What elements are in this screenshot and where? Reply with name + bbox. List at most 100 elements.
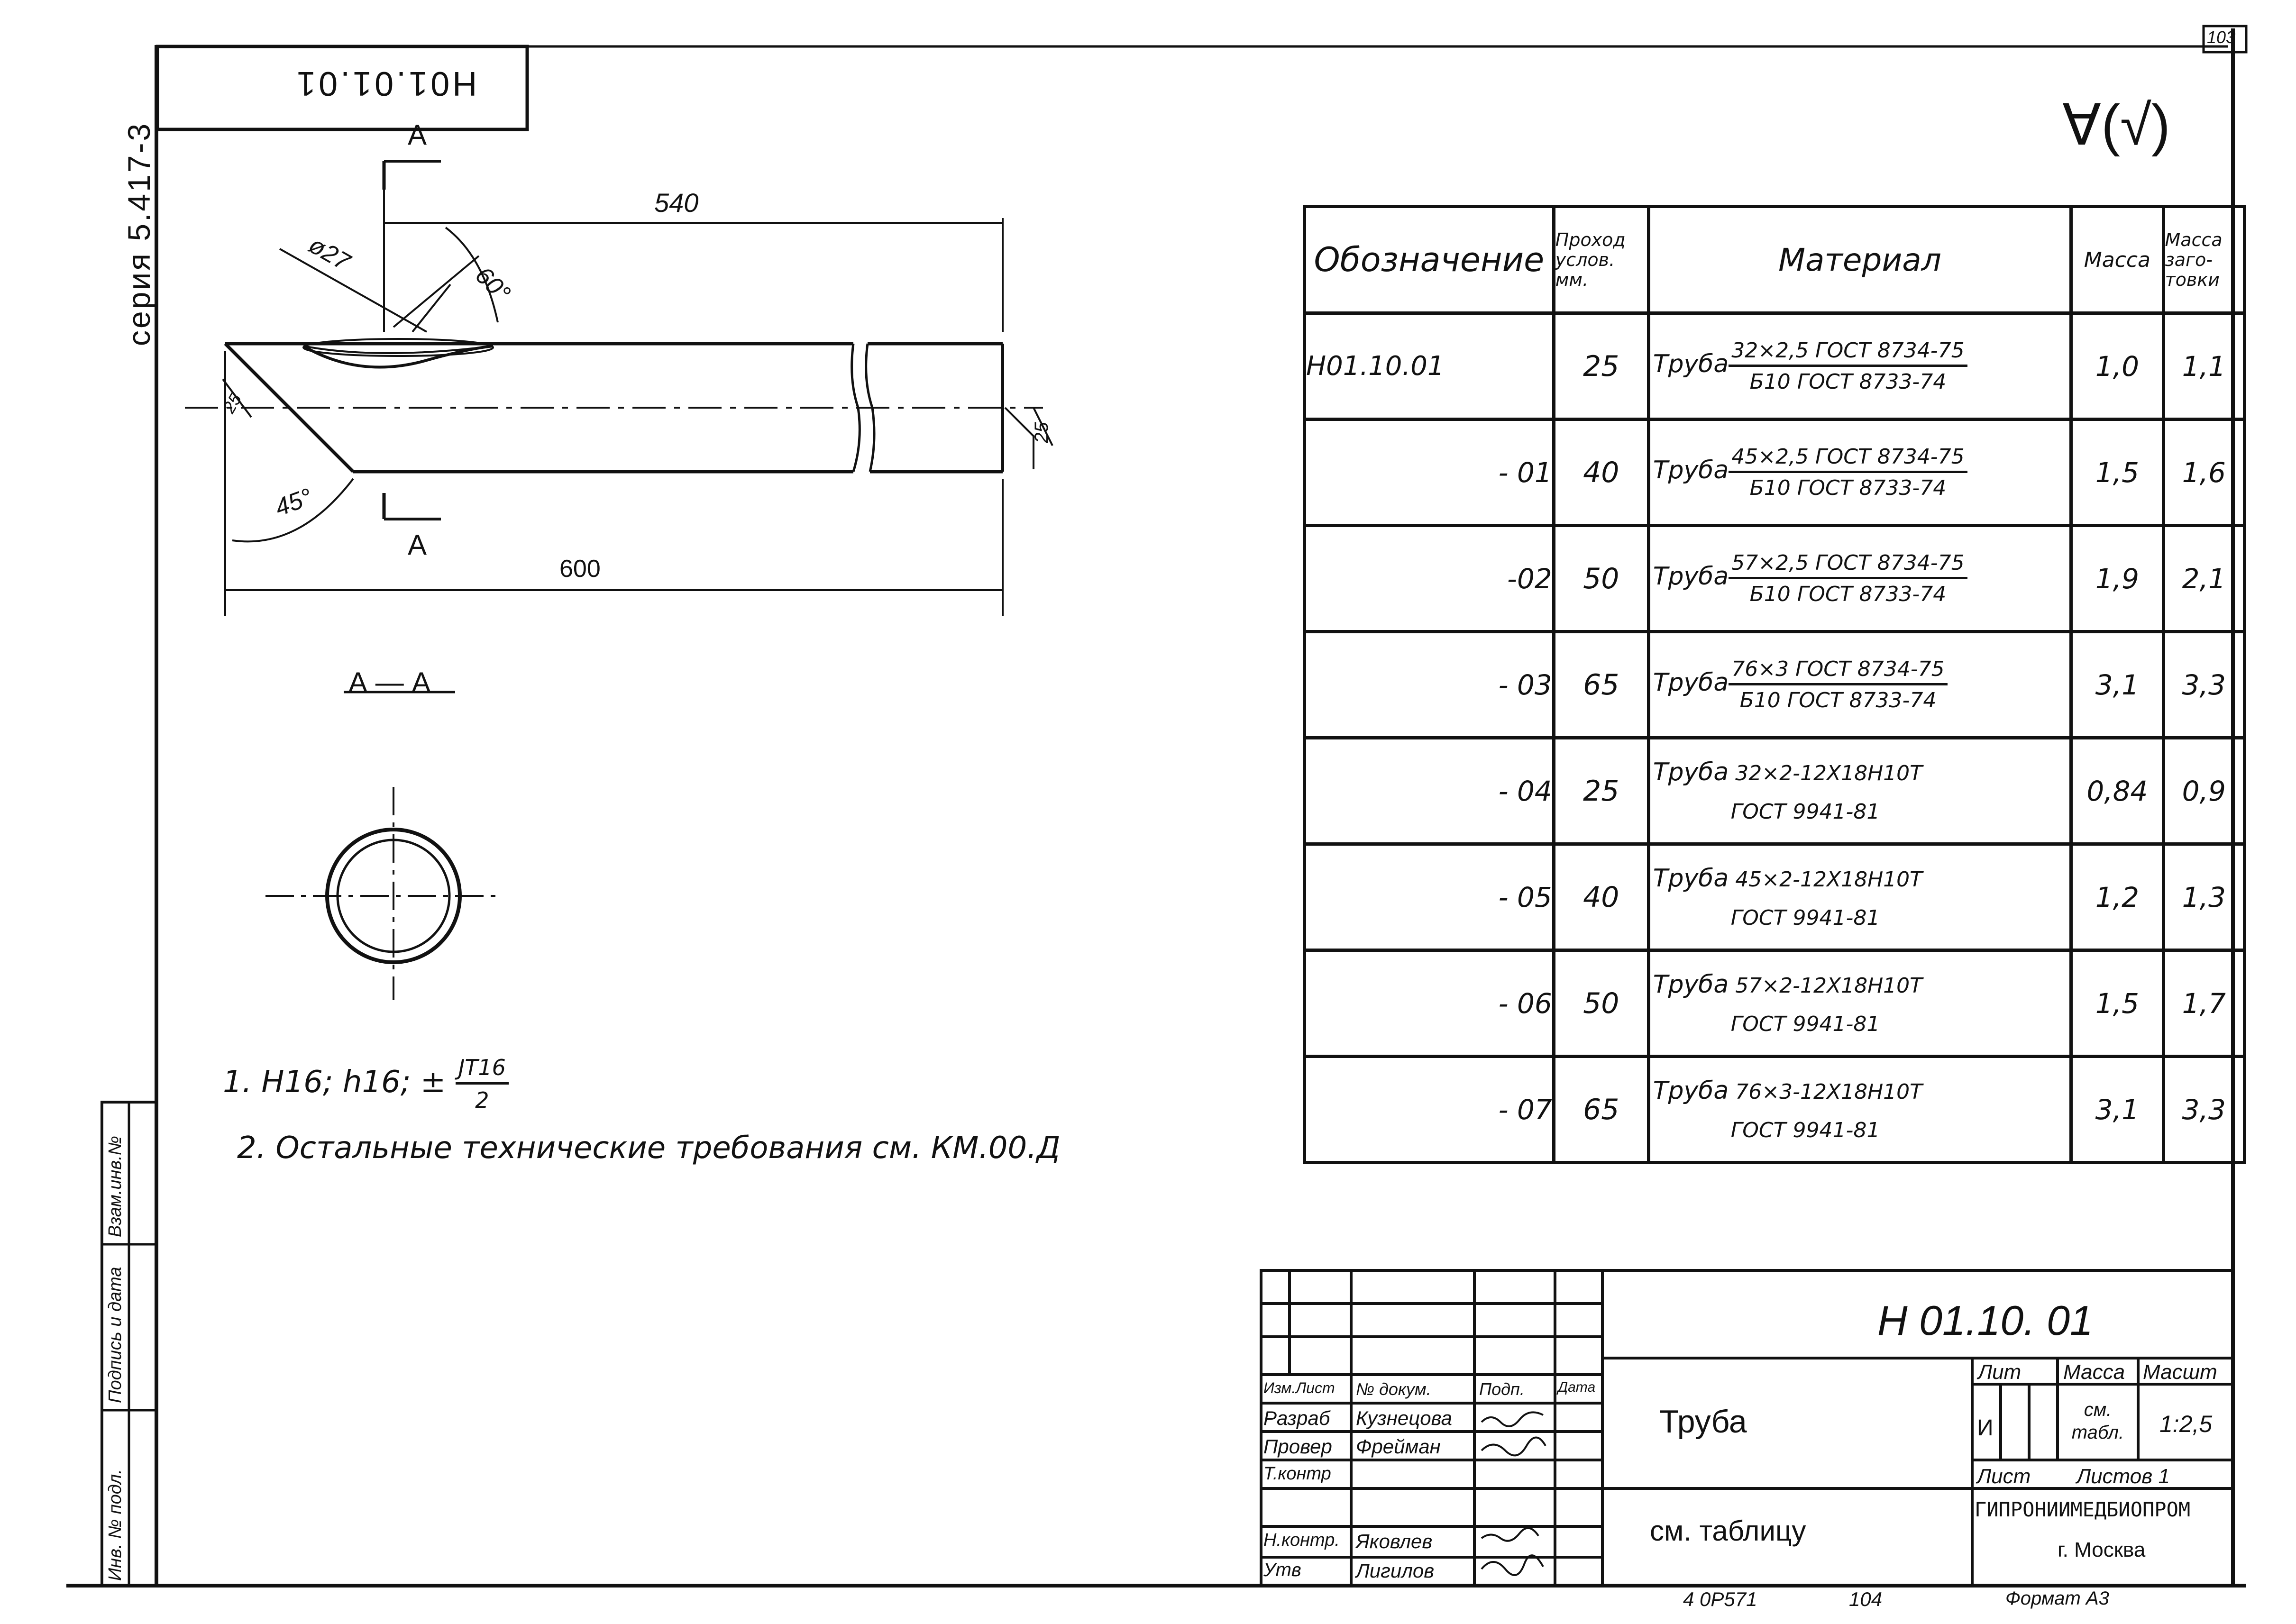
material-bottom: ГОСТ 9941-81 <box>1730 906 1880 930</box>
cell-passage: 40 <box>1552 418 1650 527</box>
cell-blank-mass: 1,3 <box>2161 842 2247 952</box>
col-izm: Изм.Лист <box>1263 1379 1335 1396</box>
side-sign: Подпись и дата <box>105 1267 125 1403</box>
cell-designation: Н01.10.01 <box>1303 311 1555 421</box>
role-prover: Провер <box>1263 1435 1332 1458</box>
material-top: 57×2-12Х18Н10Т <box>1735 974 1923 998</box>
signatures <box>1481 1411 1546 1576</box>
spec-table: Обозначение Проход услов. мм. Материал М… <box>1303 205 2247 1164</box>
dim-600: 600 <box>559 555 601 583</box>
header-designation: Обозначение <box>1303 205 1555 315</box>
col-doc: № докум. <box>1356 1379 1431 1399</box>
note-2: 2. Остальные технические требования см. … <box>237 1131 1061 1166</box>
bottom-code: 4 0Р571 <box>1683 1588 1757 1610</box>
material-prefix: Труба <box>1653 970 1729 999</box>
header-mass: Масса <box>2069 205 2165 315</box>
col-date: Дата <box>1558 1379 1596 1395</box>
role-utv: Утв <box>1263 1560 1301 1580</box>
cell-designation: - 04 <box>1303 736 1555 846</box>
lit-label: Лит <box>1978 1360 2022 1384</box>
note-frac-bottom: 2 <box>475 1087 489 1113</box>
cell-passage: 50 <box>1552 524 1650 633</box>
roughness-symbol: ∀(√) <box>2062 93 2170 157</box>
cell-passage: 65 <box>1552 1055 1650 1164</box>
scale-value: 1:2,5 <box>2159 1411 2213 1437</box>
cell-designation: - 03 <box>1303 630 1555 739</box>
role-nkontr: Н.контр. <box>1263 1530 1340 1550</box>
cell-designation: -02 <box>1303 524 1555 633</box>
cell-blank-mass: 3,3 <box>2161 630 2247 739</box>
bottom-format: Формат А3 <box>2005 1588 2109 1609</box>
note-1: 1. H16; h16; ± JT16 2 <box>223 1055 509 1113</box>
cell-mass: 1,9 <box>2069 524 2165 633</box>
role-tkontr: Т.контр <box>1263 1464 1331 1484</box>
side-vzam: Взам.инв.№ <box>105 1136 125 1237</box>
series-label: серия 5.417-3 <box>121 121 156 346</box>
doc-number: Н 01.10. 01 <box>1877 1297 2093 1344</box>
section-a-a <box>265 691 503 1000</box>
cell-designation: - 06 <box>1303 949 1555 1058</box>
col-sign: Подп. <box>1479 1379 1525 1399</box>
material-prefix: Труба <box>1653 1077 1729 1105</box>
dim-540: 540 <box>654 188 699 218</box>
material-top: 45×2-12Х18Н10Т <box>1735 867 1923 892</box>
cell-mass: 3,1 <box>2069 630 2165 739</box>
material-bottom: Б10 ГОСТ 8733-74 <box>1749 476 1947 500</box>
cell-mass: 1,5 <box>2069 418 2165 527</box>
title-block-grid <box>1260 1269 2234 1587</box>
cell-blank-mass: 1,6 <box>2161 418 2247 527</box>
cell-designation: - 07 <box>1303 1055 1555 1164</box>
cell-mass: 1,2 <box>2069 842 2165 952</box>
bottom-page: 104 <box>1849 1588 1883 1610</box>
table-header-row: Обозначение Проход услов. мм. Материал М… <box>1303 205 2247 315</box>
cell-mass: 1,5 <box>2069 949 2165 1058</box>
material-prefix: Труба <box>1653 864 1729 893</box>
name-nkontr: Яковлев <box>1356 1530 1433 1552</box>
name-razrab: Кузнецова <box>1356 1407 1453 1429</box>
material-top: 57×2,5 ГОСТ 8734-75 <box>1729 551 1967 579</box>
cell-blank-mass: 0,9 <box>2161 736 2247 846</box>
material-prefix: Труба <box>1653 668 1729 697</box>
cell-passage: 65 <box>1552 630 1650 739</box>
material-prefix: Труба <box>1653 758 1729 786</box>
material-top: 32×2,5 ГОСТ 8734-75 <box>1729 338 1967 367</box>
cell-material: Труба 45×2-12Х18Н10Т ГОСТ 9941-81 <box>1647 842 2073 952</box>
org-name: ГИПРОНИИМЕДБИОПРОМ <box>1975 1498 2191 1521</box>
part-name: Труба <box>1659 1404 1747 1440</box>
cell-mass: 1,0 <box>2069 311 2165 421</box>
material-top: 32×2-12Х18Н10Т <box>1735 761 1923 785</box>
cell-material: Труба 57×2-12Х18Н10Т ГОСТ 9941-81 <box>1647 949 2073 1058</box>
cell-blank-mass: 1,1 <box>2161 311 2247 421</box>
cell-passage: 25 <box>1552 311 1650 421</box>
cell-blank-mass: 3,3 <box>2161 1055 2247 1164</box>
scale-label: Масшт <box>2143 1360 2217 1384</box>
header-passage: Проход услов. мм. <box>1552 205 1650 315</box>
sheets-label: Листов 1 <box>2076 1465 2170 1488</box>
material-bottom: Б10 ГОСТ 8733-74 <box>1739 688 1937 712</box>
material-bottom: ГОСТ 9941-81 <box>1730 800 1880 824</box>
stamp-code: Н01.01.01 <box>294 64 477 102</box>
note-frac-top: JT16 <box>455 1055 509 1085</box>
cell-blank-mass: 1,7 <box>2161 949 2247 1058</box>
cell-mass: 0,84 <box>2069 736 2165 846</box>
material-bottom: ГОСТ 9941-81 <box>1730 1012 1880 1036</box>
mass-label: Масса <box>2063 1360 2125 1384</box>
cell-designation: - 01 <box>1303 418 1555 527</box>
cell-passage: 25 <box>1552 736 1650 846</box>
material-prefix: Труба <box>1653 562 1729 591</box>
role-razrab: Разраб <box>1263 1407 1330 1429</box>
name-utv: Лигилов <box>1356 1560 1435 1582</box>
mass-value: см. табл. <box>2071 1399 2124 1443</box>
